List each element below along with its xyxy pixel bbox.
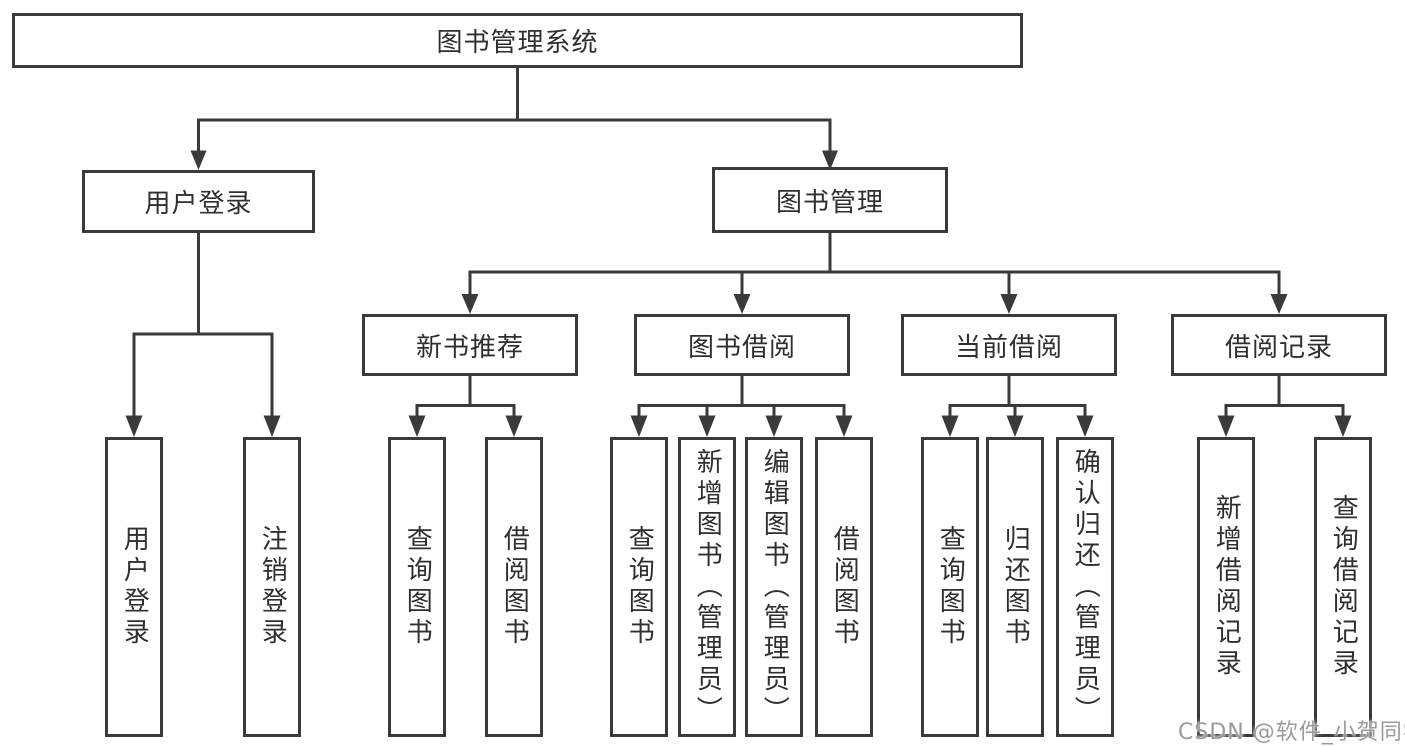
leaf-label: 注销登录 [257,525,288,649]
node-label: 当前借阅 [954,332,1063,363]
connector-root-to-level2 [190,68,838,170]
arrow-down-icon [125,415,143,437]
arrow-down-icon [190,150,207,170]
connector-line [197,68,832,152]
arrow-down-icon [630,415,648,437]
leaf-label: 查询图书 [935,525,966,649]
leaf-new-books-borrow: 借阅图书 [485,437,543,737]
connector-line [132,233,274,417]
node-root-library-system: 图书管理系统 [12,13,1023,68]
arrow-down-icon [1217,415,1235,437]
leaf-label: 查询借阅记录 [1328,494,1359,680]
node-current-borrow: 当前借阅 [901,314,1117,376]
leaf-records-add-record: 新增借阅记录 [1197,437,1255,737]
arrow-down-icon [822,150,838,170]
arrow-down-icon [698,415,716,437]
connector-new-books-to-leaves [408,376,523,437]
node-book-borrow: 图书借阅 [634,314,850,376]
leaf-records-query-record: 查询借阅记录 [1314,437,1372,737]
connector-line [415,376,516,417]
node-borrow-records: 借阅记录 [1171,314,1387,376]
arrow-down-icon [408,415,426,437]
leaf-new-books-query: 查询图书 [388,437,446,737]
leaf-borrow-query-books: 查询图书 [610,437,668,737]
node-label: 用户登录 [144,189,253,219]
leaf-label: 用户登录 [119,525,150,649]
connector-line [468,233,1281,295]
leaf-user-login: 用户登录 [105,437,163,737]
connector-book-management-to-level3 [461,233,1288,314]
arrow-down-icon [765,415,783,437]
connector-line [1224,376,1345,417]
leaf-current-query-books: 查询图书 [921,437,979,737]
leaf-label: 确认归还（管理员） [1070,447,1101,727]
leaf-label: 查询图书 [624,525,655,649]
leaf-label: 新增图书（管理员） [692,447,723,727]
connector-current-borrow-to-leaves [941,376,1094,437]
connector-line [948,376,1087,417]
connector-book-borrow-to-leaves [630,376,853,437]
node-label: 图书管理系统 [436,28,599,58]
arrow-down-icon [461,294,479,314]
node-label: 图书管理 [775,187,884,218]
arrow-down-icon [1006,415,1024,437]
leaf-logout: 注销登录 [243,437,301,737]
leaf-label: 归还图书 [1000,525,1031,649]
leaf-current-return-books: 归还图书 [986,437,1044,737]
leaf-label: 借阅图书 [829,525,860,649]
arrow-down-icon [1000,294,1018,314]
arrow-down-icon [1270,294,1288,314]
node-new-book-recommend: 新书推荐 [362,314,578,376]
arrow-down-icon [941,415,959,437]
node-label: 借阅记录 [1224,332,1333,363]
arrow-down-icon [1076,415,1094,437]
leaf-borrow-add-books-admin: 新增图书（管理员） [678,437,736,737]
connector-user-login-to-leaves [125,233,281,437]
node-label: 图书借阅 [687,332,796,363]
csdn-watermark: CSDN @软件_小贺同学 [1178,720,1405,745]
node-book-management: 图书管理 [712,167,948,233]
leaf-label: 查询图书 [402,525,433,649]
node-label: 新书推荐 [415,332,524,363]
leaf-label: 编辑图书（管理员） [759,447,790,727]
leaf-borrow-borrow-books: 借阅图书 [815,437,873,737]
arrow-down-icon [1334,415,1352,437]
leaf-label: 借阅图书 [499,525,530,649]
leaf-label: 新增借阅记录 [1211,494,1242,680]
connector-borrow-records-to-leaves [1217,376,1352,437]
connector-line [637,376,846,417]
arrow-down-icon [263,415,281,437]
arrow-down-icon [505,415,523,437]
arrow-down-icon [835,415,853,437]
arrow-down-icon [733,294,751,314]
node-user-login: 用户登录 [82,170,315,233]
leaf-current-confirm-return-admin: 确认归还（管理员） [1056,437,1114,737]
leaf-borrow-edit-books-admin: 编辑图书（管理员） [745,437,803,737]
